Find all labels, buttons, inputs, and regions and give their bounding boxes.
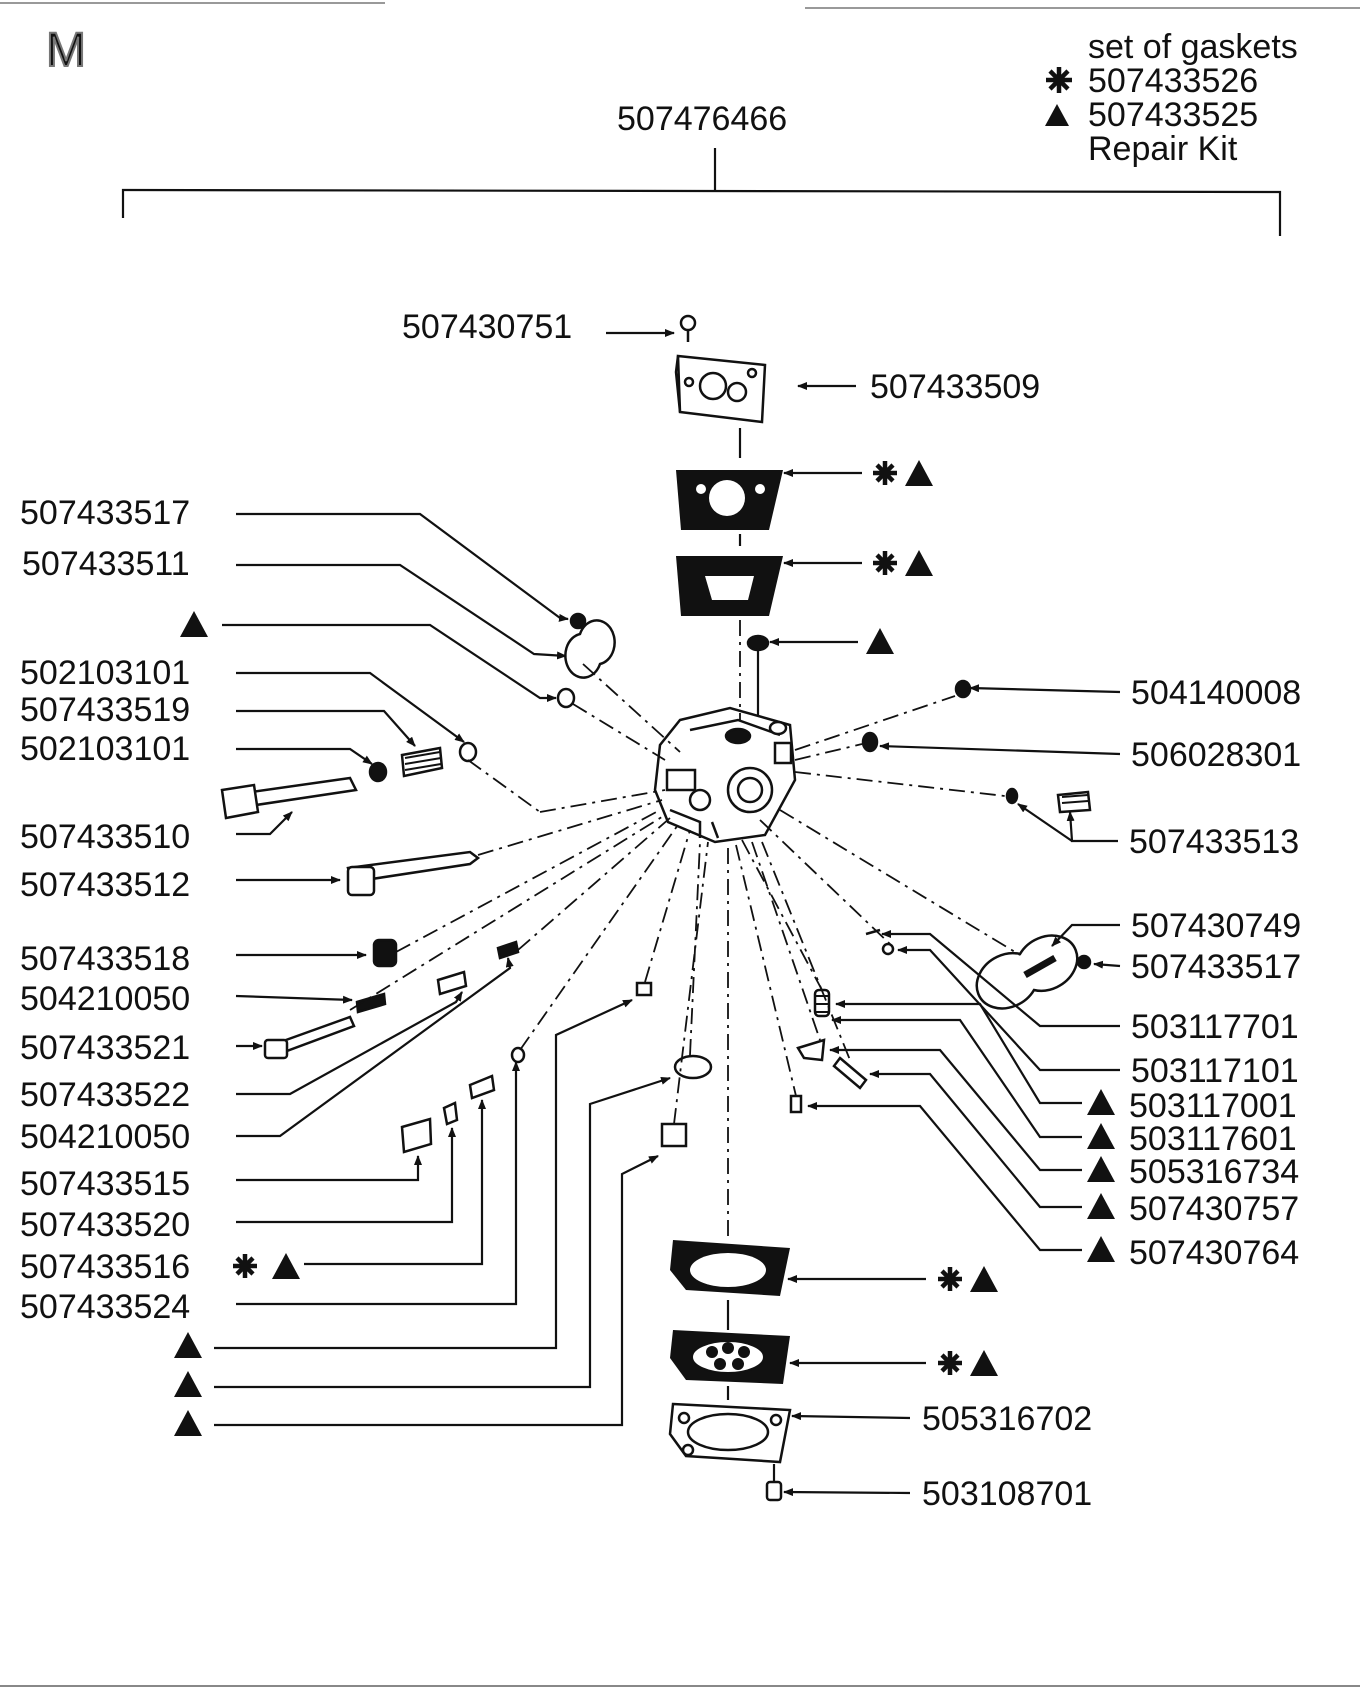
label-505316734: 505316734 bbox=[1129, 1153, 1299, 1191]
triangle-icon bbox=[1087, 1123, 1115, 1149]
bottom-screw-drawing bbox=[765, 1480, 783, 1502]
carburetor-body-drawing bbox=[653, 706, 797, 844]
legend-title: set of gaskets bbox=[1088, 28, 1298, 66]
label-507433512: 507433512 bbox=[20, 866, 190, 904]
asterisk-icon bbox=[938, 1267, 962, 1291]
triangle-icon bbox=[174, 1410, 202, 1436]
label-507430757: 507430757 bbox=[1129, 1190, 1299, 1228]
asterisk-icon bbox=[938, 1351, 962, 1375]
triangle-icon bbox=[1087, 1193, 1115, 1219]
assembly-center-lines bbox=[349, 620, 1021, 1236]
triangle-icon bbox=[1087, 1156, 1115, 1182]
label-507433510: 507433510 bbox=[20, 818, 190, 856]
label-503108701: 503108701 bbox=[922, 1475, 1092, 1513]
triangle-icon bbox=[174, 1332, 202, 1358]
label-502103101-bottom: 502103101 bbox=[20, 730, 190, 768]
label-507433517-left: 507433517 bbox=[20, 494, 190, 532]
bottom-gasket-drawing bbox=[670, 1240, 790, 1296]
asterisk-icon bbox=[233, 1254, 257, 1278]
label-507433521: 507433521 bbox=[20, 1029, 190, 1067]
label-503117601: 503117601 bbox=[1129, 1120, 1297, 1158]
right-parts-drawing bbox=[789, 679, 1092, 1114]
label-507433524: 507433524 bbox=[20, 1288, 190, 1326]
gasket-upper-drawing bbox=[676, 470, 783, 530]
pump-cover-drawing bbox=[674, 354, 767, 424]
metering-diaphragm-drawing bbox=[670, 1330, 790, 1384]
legend: set of gaskets 507433526 507433525 Repai… bbox=[1045, 28, 1298, 168]
throttle-lever-drawing bbox=[556, 612, 616, 709]
label-507433518: 507433518 bbox=[20, 940, 190, 978]
top-screw-drawing bbox=[679, 314, 697, 342]
label-506028301: 506028301 bbox=[1131, 736, 1301, 774]
label-507430751: 507430751 bbox=[402, 308, 572, 346]
asterisk-icon bbox=[873, 461, 897, 485]
legend-asterisk-code: 507433526 bbox=[1088, 62, 1258, 100]
triangle-icon bbox=[1045, 104, 1069, 126]
mixture-needle-drawing bbox=[346, 850, 481, 897]
section-letter: M bbox=[46, 24, 86, 77]
label-503117001: 503117001 bbox=[1129, 1087, 1297, 1125]
triangle-icon bbox=[866, 628, 894, 654]
label-504210050-bottom: 504210050 bbox=[20, 1118, 190, 1156]
triangle-icon bbox=[905, 460, 933, 486]
triangle-icon bbox=[905, 550, 933, 576]
label-507433515: 507433515 bbox=[20, 1165, 190, 1203]
gasket-lower-drawing bbox=[676, 556, 783, 616]
triangle-icon bbox=[1087, 1236, 1115, 1262]
parts-drawing bbox=[220, 314, 1092, 1502]
needle-parts-left-drawing bbox=[263, 938, 713, 1154]
triangle-icon bbox=[272, 1253, 300, 1279]
legend-triangle-code: 507433525 bbox=[1088, 96, 1258, 134]
idle-screw-assembly-drawing bbox=[220, 741, 478, 820]
triangle-icon bbox=[970, 1266, 998, 1292]
label-502103101-top: 502103101 bbox=[20, 654, 190, 692]
label-507433511: 507433511 bbox=[22, 545, 190, 583]
label-503117701: 503117701 bbox=[1131, 1008, 1299, 1046]
triangle-icon bbox=[180, 611, 208, 637]
label-507430749: 507430749 bbox=[1131, 907, 1301, 945]
assembly-number: 507476466 bbox=[617, 100, 787, 138]
label-503117101: 503117101 bbox=[1131, 1052, 1299, 1090]
asterisk-icon bbox=[1046, 67, 1072, 93]
triangle-icon bbox=[1087, 1089, 1115, 1115]
triangle-icon bbox=[174, 1371, 202, 1397]
asterisk-icon bbox=[873, 551, 897, 575]
label-507433520: 507433520 bbox=[20, 1206, 190, 1244]
assembly-bracket: 507476466 bbox=[121, 100, 1282, 236]
label-504210050-top: 504210050 bbox=[20, 980, 190, 1018]
metering-cover-drawing bbox=[668, 1402, 792, 1464]
label-507433516: 507433516 bbox=[20, 1248, 190, 1286]
label-505316702: 505316702 bbox=[922, 1400, 1092, 1438]
label-507433509: 507433509 bbox=[870, 368, 1040, 406]
triangle-icon bbox=[970, 1350, 998, 1376]
label-507433522: 507433522 bbox=[20, 1076, 190, 1114]
label-507430764: 507430764 bbox=[1129, 1234, 1299, 1272]
legend-repair-kit: Repair Kit bbox=[1088, 130, 1238, 168]
label-507433513: 507433513 bbox=[1129, 823, 1299, 861]
label-504140008: 504140008 bbox=[1131, 674, 1301, 712]
label-507433517-right: 507433517 bbox=[1131, 948, 1301, 986]
label-507433519: 507433519 bbox=[20, 691, 190, 729]
